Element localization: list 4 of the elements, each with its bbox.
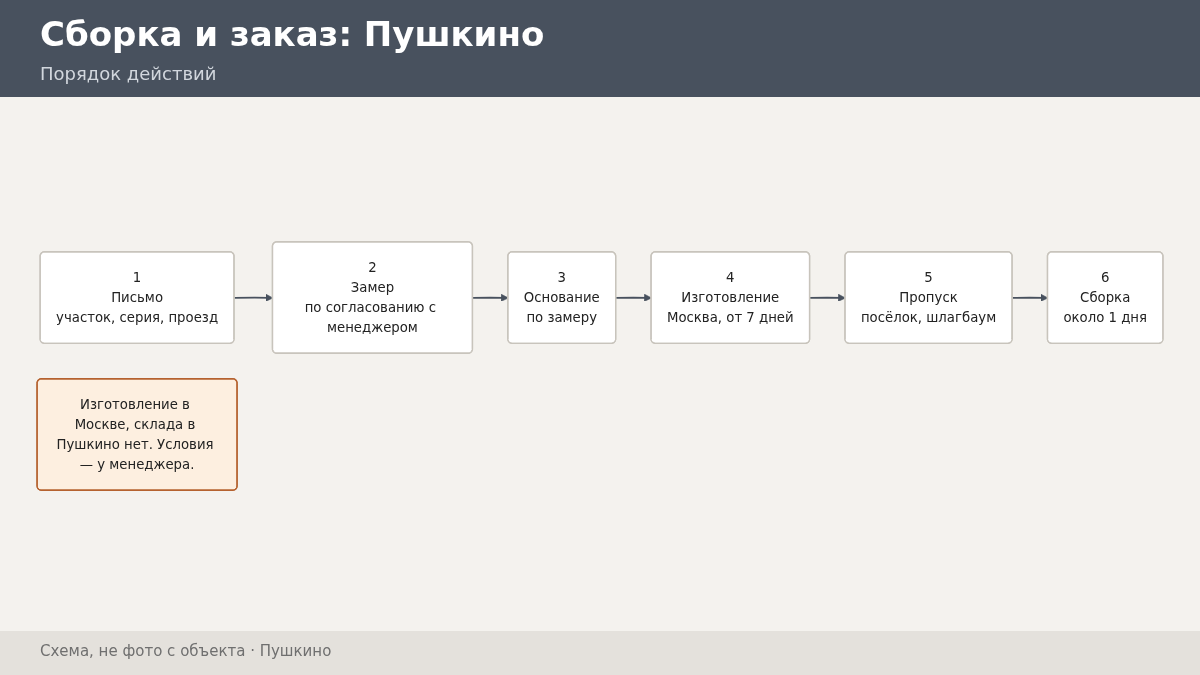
subtitle: Порядок действий <box>40 63 217 84</box>
footer-note: Схема, не фото с объекта · Пушкино <box>40 642 332 660</box>
title: Сборка и заказ: Пушкино <box>40 14 545 54</box>
arrow <box>615 293 652 302</box>
